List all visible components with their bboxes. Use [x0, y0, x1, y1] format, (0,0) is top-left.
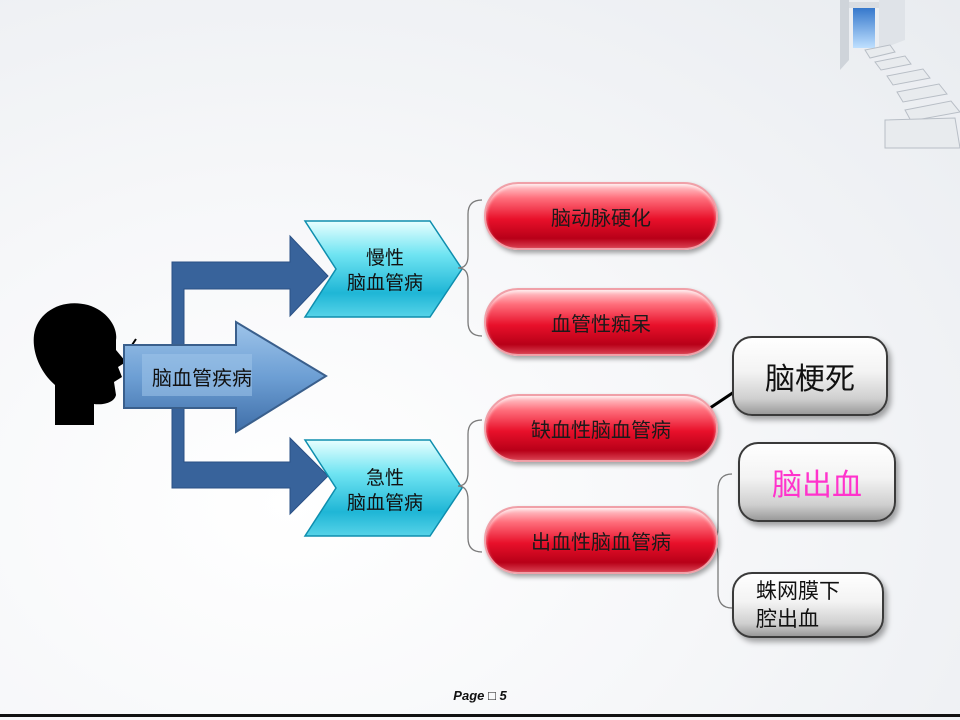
brace-acute: [457, 419, 483, 553]
pill-label: 血管性痴呆: [551, 311, 651, 336]
bottom-rule: [0, 714, 960, 717]
pill-label: 脑动脉硬化: [551, 205, 651, 230]
box-label: 脑梗死: [765, 362, 855, 397]
stairs-decoration: [840, 0, 960, 149]
box-label: 蛛网膜下 腔出血: [756, 579, 840, 631]
pill-hemorrhagic: 出血性脑血管病: [484, 506, 718, 574]
pill-label: 缺血性脑血管病: [531, 417, 671, 442]
chronic-chevron: [303, 220, 463, 318]
pill-vascular-dementia: 血管性痴呆: [484, 288, 718, 356]
pill-label: 出血性脑血管病: [531, 529, 671, 554]
connector-arrows: [171, 234, 329, 516]
box-label: 脑出血: [772, 468, 862, 503]
box-subarachnoid-hemorrhage: 蛛网膜下 腔出血: [732, 572, 884, 638]
box-cerebral-hemorrhage: 脑出血: [738, 442, 896, 522]
root-label: 脑血管疾病: [152, 366, 252, 390]
chronic-label: 慢性 脑血管病: [346, 247, 423, 294]
pill-cerebral-arteriosclerosis: 脑动脉硬化: [484, 182, 718, 250]
brace-chronic: [457, 199, 483, 337]
acute-chevron: [303, 439, 463, 537]
page-number: Page □ 5: [453, 688, 507, 703]
speaking-head-icon: [33, 303, 126, 425]
pill-ischemic: 缺血性脑血管病: [484, 394, 718, 462]
acute-label: 急性 脑血管病: [346, 467, 423, 514]
box-cerebral-infarction: 脑梗死: [732, 336, 888, 416]
